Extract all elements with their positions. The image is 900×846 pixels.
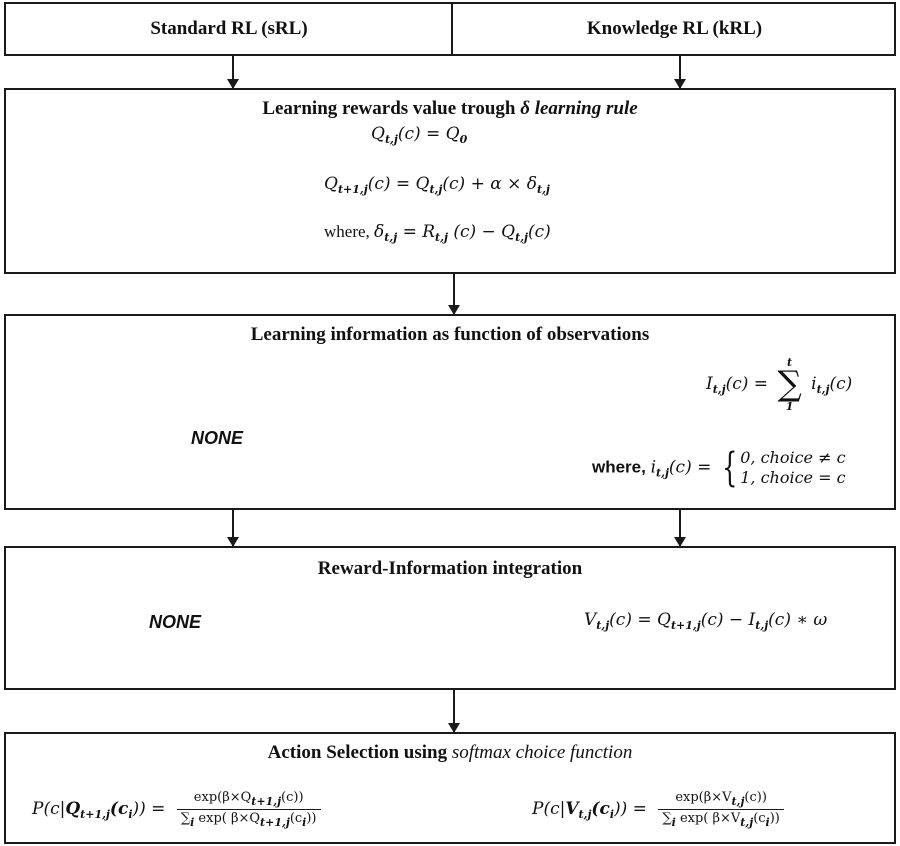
q-update-equation: Qt+1,j(c) = Qt,j(c) + α × δt,j (324, 174, 550, 196)
srl-softmax-equation: P(c|Qt+1,j(ci)) = exp(β×Qt+1,j(c)) ∑i ex… (32, 790, 321, 829)
information-learning-box: Learning information as function of obse… (4, 314, 896, 510)
reward-learning-title: Learning rewards value trough δ learning… (262, 98, 638, 119)
arrow-srl-to-integration (227, 510, 239, 547)
case-zero: 0, choice ≠ c (740, 448, 846, 467)
information-learning-title: Learning information as function of obse… (250, 324, 650, 345)
information-sum-equation: It,j(c) = t ∑ 1 it,j(c) (706, 356, 853, 413)
integration-box: Reward-Information integration NONE Vt,j… (4, 546, 896, 690)
summation: t ∑ 1 (777, 356, 802, 413)
arrow-srl-to-learning (227, 56, 239, 89)
krl-softmax-fraction: exp(β×Vt,j(c)) ∑i exp( β×Vt,j(ci)) (658, 790, 784, 829)
reward-learning-box: Learning rewards value trough δ learning… (4, 88, 896, 274)
standard-rl-header: Standard RL (sRL) (150, 18, 308, 39)
initial-q-equation: Qt,j(c) = Q0 (371, 124, 468, 146)
action-selection-title: Action Selection using softmax choice fu… (267, 742, 633, 763)
knowledge-rl-header: Knowledge RL (kRL) (586, 18, 763, 39)
arrow-krl-to-integration (674, 510, 686, 547)
arrow-to-action-selection (448, 690, 460, 733)
srl-none-label: NONE (191, 428, 244, 448)
header-divider (451, 4, 453, 54)
indicator-definition: where, it,j(c) = { 0, choice ≠ c 1, choi… (592, 445, 846, 491)
srl-softmax-fraction: exp(β×Qt+1,j(c)) ∑i exp( β×Qt+1,j(ci)) (176, 790, 321, 829)
value-integration-equation: Vt,j(c) = Qt+1,j(c) − It,j(c) ∗ ω (584, 610, 828, 632)
arrow-to-information (448, 274, 460, 315)
case-one: 1, choice = c (740, 468, 846, 487)
action-selection-box: Action Selection using softmax choice fu… (4, 732, 896, 844)
delta-definition: where, δt,j = Rt,j (c) − Qt,j(c) (324, 222, 551, 244)
integration-title: Reward-Information integration (317, 558, 583, 579)
indicator-cases: { 0, choice ≠ c 1, choice = c (721, 445, 846, 491)
arrow-krl-to-learning (674, 56, 686, 89)
header-row: Standard RL (sRL) Knowledge RL (kRL) (4, 2, 896, 56)
krl-softmax-equation: P(c|Vt,j(ci)) = exp(β×Vt,j(c)) ∑i exp( β… (532, 790, 784, 829)
srl-integration-none-label: NONE (149, 612, 202, 632)
